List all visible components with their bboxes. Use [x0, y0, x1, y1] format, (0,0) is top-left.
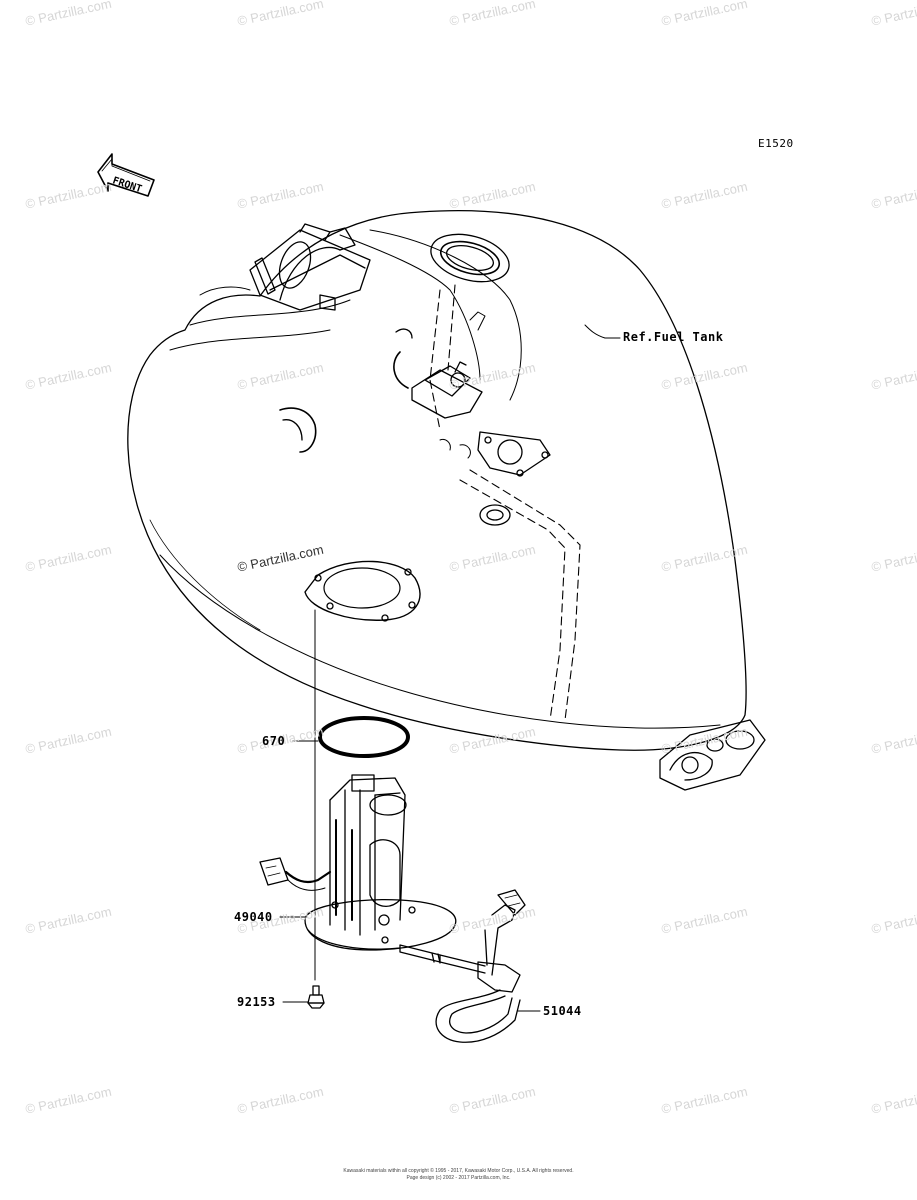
fuel-hose-51044	[435, 889, 526, 1043]
copyright-line-2: Page design (c) 2002 - 2017 Partzilla.co…	[406, 1175, 511, 1181]
part-number-49040[interactable]: 49040	[234, 910, 273, 924]
front-arrow-icon	[97, 153, 155, 197]
copyright-line-1: Kawasaki materials within all copyright …	[343, 1168, 574, 1174]
part-number-670[interactable]: 670	[262, 734, 286, 748]
fuel-tank-outline	[127, 209, 747, 751]
bolt-92153	[307, 985, 325, 1009]
front-label: FRONT	[111, 175, 143, 195]
pump-mount-gasket	[304, 560, 421, 621]
diagram-code: E1520	[758, 137, 794, 150]
o-ring-670	[318, 716, 410, 758]
fuel-pump-49040	[259, 774, 457, 964]
mount-bracket	[659, 719, 766, 791]
part-number-51044[interactable]: 51044	[543, 1004, 582, 1018]
ref-fuel-tank-label: Ref.Fuel Tank	[623, 330, 724, 344]
part-number-92153[interactable]: 92153	[237, 995, 276, 1009]
